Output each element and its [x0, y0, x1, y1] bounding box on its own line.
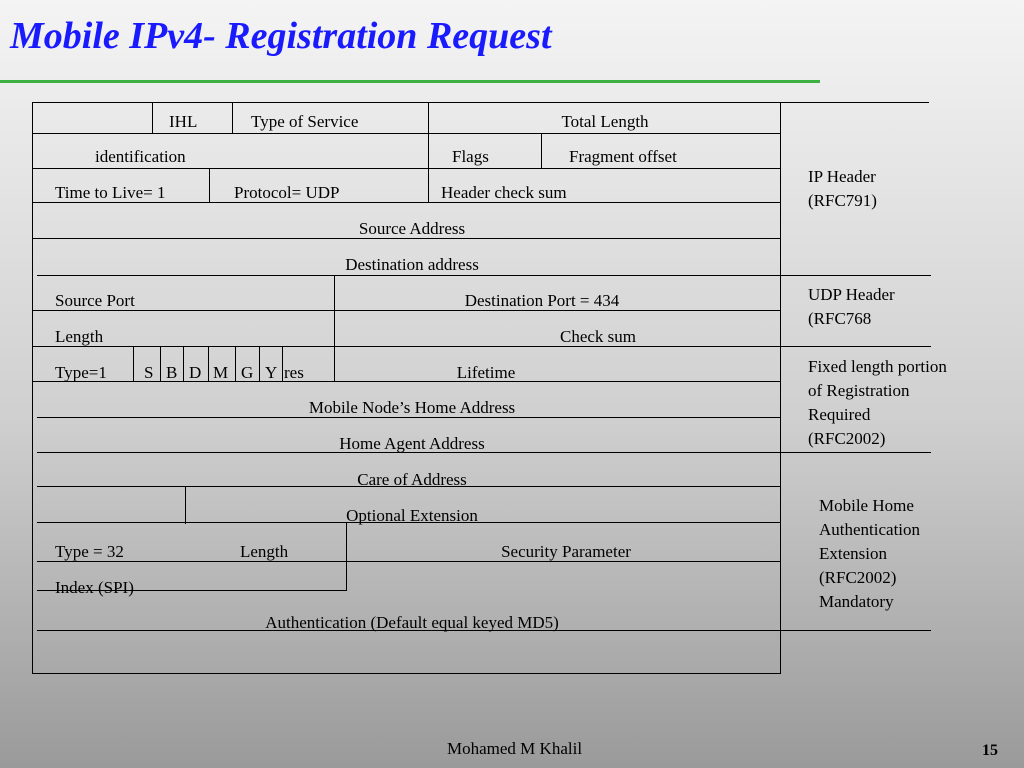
fragment-offset-field: Fragment offset — [569, 147, 677, 166]
row-line — [37, 630, 781, 631]
cell-divider — [152, 102, 153, 133]
footer-author: Mohamed M Khalil — [447, 739, 583, 758]
flag-d: D — [189, 363, 202, 382]
ihl-field: IHL — [169, 112, 198, 131]
row-line — [37, 522, 781, 523]
cell-divider — [209, 168, 210, 202]
flag-divider — [282, 346, 283, 381]
flag-divider — [208, 346, 209, 381]
home-address-field: Mobile Node’s Home Address — [308, 398, 516, 417]
row-line — [37, 452, 781, 453]
home-agent-field: Home Agent Address — [339, 434, 485, 453]
type-field: Type=1 — [55, 363, 107, 382]
spi-field: Index (SPI) — [55, 578, 134, 597]
fixed-portion-label: Fixed length portion of Registration Req… — [808, 357, 947, 448]
row-line — [33, 310, 781, 311]
row-line — [37, 275, 781, 276]
header-checksum-field: Header check sum — [441, 183, 567, 202]
mobile-home-extension-label: Mobile Home Authentication Extension (RF… — [819, 496, 921, 611]
ttl-field: Time to Live= 1 — [55, 183, 166, 202]
packet-diagram — [32, 102, 781, 674]
flag-divider — [160, 346, 161, 381]
group-separator — [781, 630, 931, 631]
source-address-field: Source Address — [358, 219, 466, 238]
group-separator — [781, 275, 931, 276]
row-line — [37, 561, 781, 562]
flags-field: Flags — [452, 147, 489, 166]
check-sum-field: Check sum — [559, 327, 637, 346]
row-line — [37, 417, 781, 418]
title-underline — [0, 80, 820, 83]
security-parameter-field: Security Parameter — [501, 542, 631, 561]
source-port-field: Source Port — [55, 291, 135, 310]
udp-header-label: UDP Header (RFC768 — [808, 285, 895, 328]
flag-m: M — [213, 363, 229, 382]
identification-field: identification — [95, 147, 186, 166]
row-line — [33, 133, 781, 134]
extension-length-field: Length — [240, 542, 289, 561]
flag-g: G — [241, 363, 254, 382]
cell-divider — [185, 486, 186, 524]
flag-divider — [259, 346, 260, 381]
type32-field: Type = 32 — [55, 542, 124, 561]
protocol-field: Protocol= UDP — [234, 183, 340, 202]
cell-divider — [232, 102, 233, 133]
cell-divider — [334, 275, 335, 381]
authentication-field: Authentication (Default equal keyed MD5) — [265, 613, 559, 632]
lifetime-field: Lifetime — [456, 363, 516, 382]
row-line — [33, 168, 781, 169]
cell-divider — [346, 522, 347, 590]
optional-extension-field: Optional Extension — [346, 506, 478, 525]
tos-field: Type of Service — [251, 112, 359, 131]
row-line — [37, 590, 347, 591]
total-length-field: Total Length — [561, 112, 649, 131]
flag-divider — [183, 346, 184, 381]
flag-s: S — [144, 363, 154, 382]
flag-b: B — [166, 363, 178, 382]
cell-divider — [428, 102, 429, 202]
row-line — [37, 486, 781, 487]
row-line — [33, 238, 781, 239]
group-separator — [781, 452, 931, 453]
row-line — [33, 202, 781, 203]
group-separator — [781, 102, 929, 103]
flag-divider — [133, 346, 134, 381]
row-line — [33, 346, 781, 347]
row-line — [33, 381, 781, 382]
flag-res: res — [284, 363, 304, 382]
flag-divider — [235, 346, 236, 381]
cell-divider — [541, 133, 542, 168]
flag-y: Y — [265, 363, 278, 382]
slide-title: Mobile IPv4- Registration Request — [10, 15, 552, 57]
destination-address-field: Destination address — [345, 255, 479, 274]
ip-header-label: IP Header (RFC791) — [808, 167, 877, 210]
length-field: Length — [55, 327, 104, 346]
group-separator — [781, 346, 931, 347]
page-number: 15 — [982, 742, 998, 759]
care-of-address-field: Care of Address — [357, 470, 467, 489]
destination-port-field: Destination Port = 434 — [464, 291, 620, 310]
